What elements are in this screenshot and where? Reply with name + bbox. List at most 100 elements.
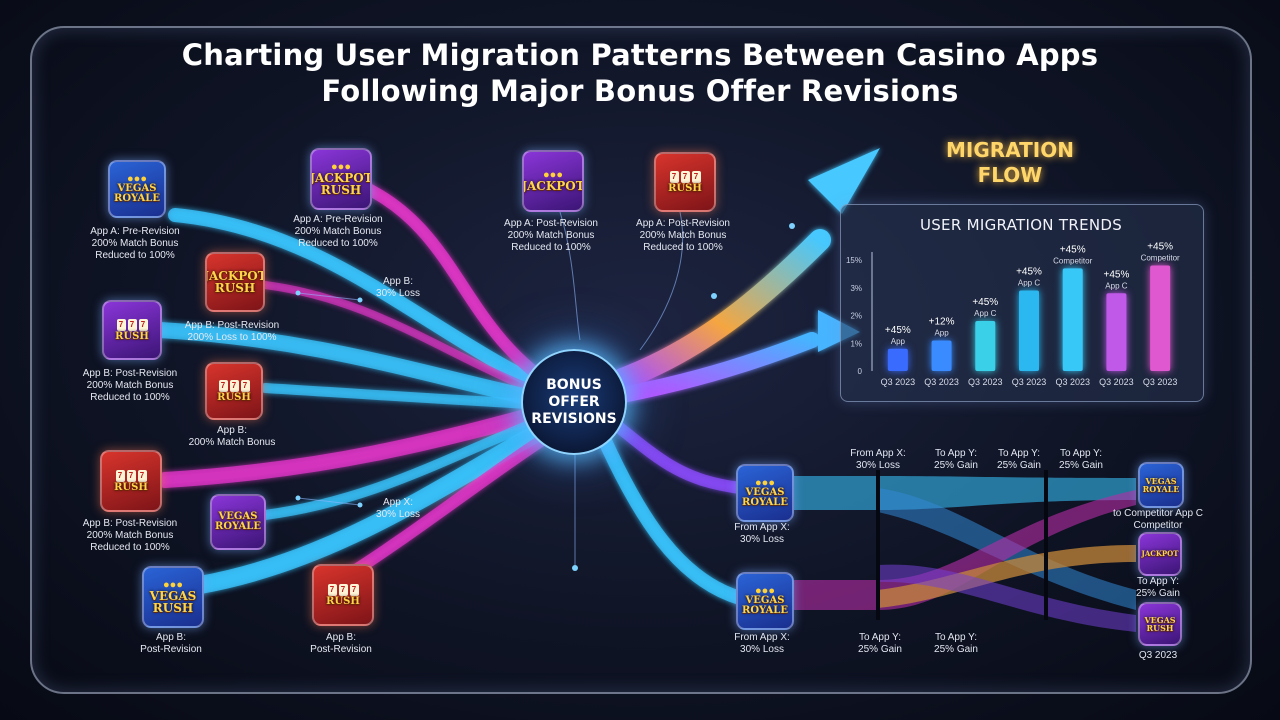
vegas-royale-app-icon[interactable]: ●●● VEGAS ROYALE [108,160,166,218]
flow-line-vegas-royale-lower [260,410,560,520]
sankey-source-label: From App X: [734,632,790,643]
coins-icon: ●●● [127,173,147,185]
node-caption-line: 200% Match Bonus [86,530,174,541]
app-icon-text: VEGAS RUSH [1144,615,1176,633]
node-caption-line: App B: Post-Revision [82,518,178,529]
sankey-source-value: 30% Loss [740,534,784,545]
sankey-ribbon-bottom-orange [878,545,1136,608]
app-icon-text: VEGAS ROYALE [1142,476,1180,494]
migration-arrow-head-mid [818,310,860,352]
jackpot-rush-app-icon[interactable]: JACKPOT RUSH [205,252,265,312]
sankey-separator-2 [1044,470,1048,620]
node-caption-line: Post-Revision [140,644,202,655]
sankey-top-value: 30% Loss [856,460,900,471]
sankey-right-label: To App Y: [1136,576,1180,587]
node-caption-line: App B: Post-Revision [82,368,178,379]
app-icon-text: RUSH [114,482,148,493]
sankey-right-label: Q3 2023 [1138,650,1178,661]
title-line-1: Charting User Migration Patterns Between… [181,38,1099,72]
sankey-top-value: 25% Gain [997,460,1041,471]
app-icon-text: VEGAS RUSH [149,589,197,615]
annotation-line-app-x [297,497,361,506]
sankey-bottom-label: To App Y: [934,632,978,643]
vegas-royale-app-icon[interactable]: VEGAS ROYALE [210,494,266,550]
annotation-dot-1 [572,565,578,571]
app-icon-text: RUSH [115,331,149,342]
app-icon-text: JACKPOT [522,179,584,193]
node-caption-line: Reduced to 100% [90,392,170,403]
sankey-ribbon-top-to-bottom [878,488,1136,610]
app-icon-text: VEGAS ROYALE [742,487,788,508]
sankey-source-value: 30% Loss [740,644,784,655]
node-caption-line: App A: Pre-Revision [293,214,383,225]
sankey-top-label: To App Y: [997,448,1041,459]
app-b-post-value: 200% Loss to 100% [187,332,277,343]
vegas-royale-app-icon[interactable]: ●●● VEGAS ROYALE [736,572,794,630]
app-icon-text: RUSH [668,183,702,194]
node-caption-line: 200% Match Bonus [188,437,276,448]
node-caption-line: 200% Match Bonus [507,230,595,241]
sankey-right-label: to Competitor App C [1112,508,1204,519]
title-line-2: Following Major Bonus Offer Revisions [321,74,959,108]
node-caption-line: 200% Match Bonus [294,226,382,237]
app-icon-text: JACKPOT RUSH [310,171,372,197]
sankey-bottom-value: 25% Gain [934,644,978,655]
vegas-royale-app-icon[interactable]: ●●● VEGAS ROYALE [736,464,794,522]
node-caption-line: App A: Post-Revision [636,218,730,229]
coins-icon: ●●● [543,169,563,181]
sankey-right-value: Competitor [1133,520,1183,531]
jackpot-app-icon[interactable]: JACKPOT [1138,532,1182,576]
vegas-rush-app-icon[interactable]: VEGAS RUSH [1138,602,1182,646]
app-x-loss-label: App X: [382,497,414,508]
annotation-line-top-2 [639,211,684,351]
coins-icon: ●●● [755,477,775,489]
app-b-post-label: App B: Post-Revision [184,320,280,331]
vegas-royale-app-icon[interactable]: VEGAS ROYALE [1138,462,1184,508]
sankey-top-label: To App Y: [1059,448,1103,459]
flow-line-rush-lower-left [157,402,560,488]
coins-icon: ●●● [755,585,775,597]
bonus-offer-revisions-hub: BONUS OFFER REVISIONS [521,349,627,455]
node-caption-line: Reduced to 100% [643,242,723,253]
flow-line-rush-left [152,322,560,410]
annotation-line-top-1 [559,211,581,341]
coins-icon: ●●● [331,161,351,173]
chart-title: USER MIGRATION TRENDS [919,216,1123,234]
app-icon-text: VEGAS ROYALE [114,183,160,204]
annotation-dot-7 [711,293,717,299]
annotation-dot-2 [357,297,363,303]
flow-line-hub-to-arrow-orange [609,229,831,391]
node-caption-line: App B: [155,632,187,643]
annotation-line-app-b [297,292,361,301]
node-caption-line: 200% Match Bonus [639,230,727,241]
annotation-dot-4 [295,290,301,296]
vegas-rush-app-icon[interactable]: ●●● VEGAS RUSH [142,566,204,628]
sankey-bottom-label: To App Y: [858,632,902,643]
node-caption-line: App B: [216,425,248,436]
annotation-dot-5 [295,495,301,501]
sankey-top-value: 25% Gain [934,460,978,471]
migration-flow-title: MIGRATION FLOW [946,138,1074,187]
hub-label: BONUS OFFER REVISIONS [531,376,617,427]
app-icon-text: RUSH [217,392,251,403]
sankey-source-label: From App X: [734,522,790,533]
flow-line-jackpot-rush-top [354,179,566,396]
jackpot-app-icon[interactable]: ●●● JACKPOT [522,150,584,212]
coins-icon: ●●● [163,579,183,591]
sankey-top-value: 25% Gain [1059,460,1103,471]
outer-frame [30,26,1252,694]
flow-line-hub-to-arrow-purple [614,332,820,403]
jackpot-rush-app-icon[interactable]: ●●● JACKPOT RUSH [310,148,372,210]
flow-line-hub-to-sankey-cyan [593,423,747,605]
app-icon-text: JACKPOT [1141,549,1179,558]
